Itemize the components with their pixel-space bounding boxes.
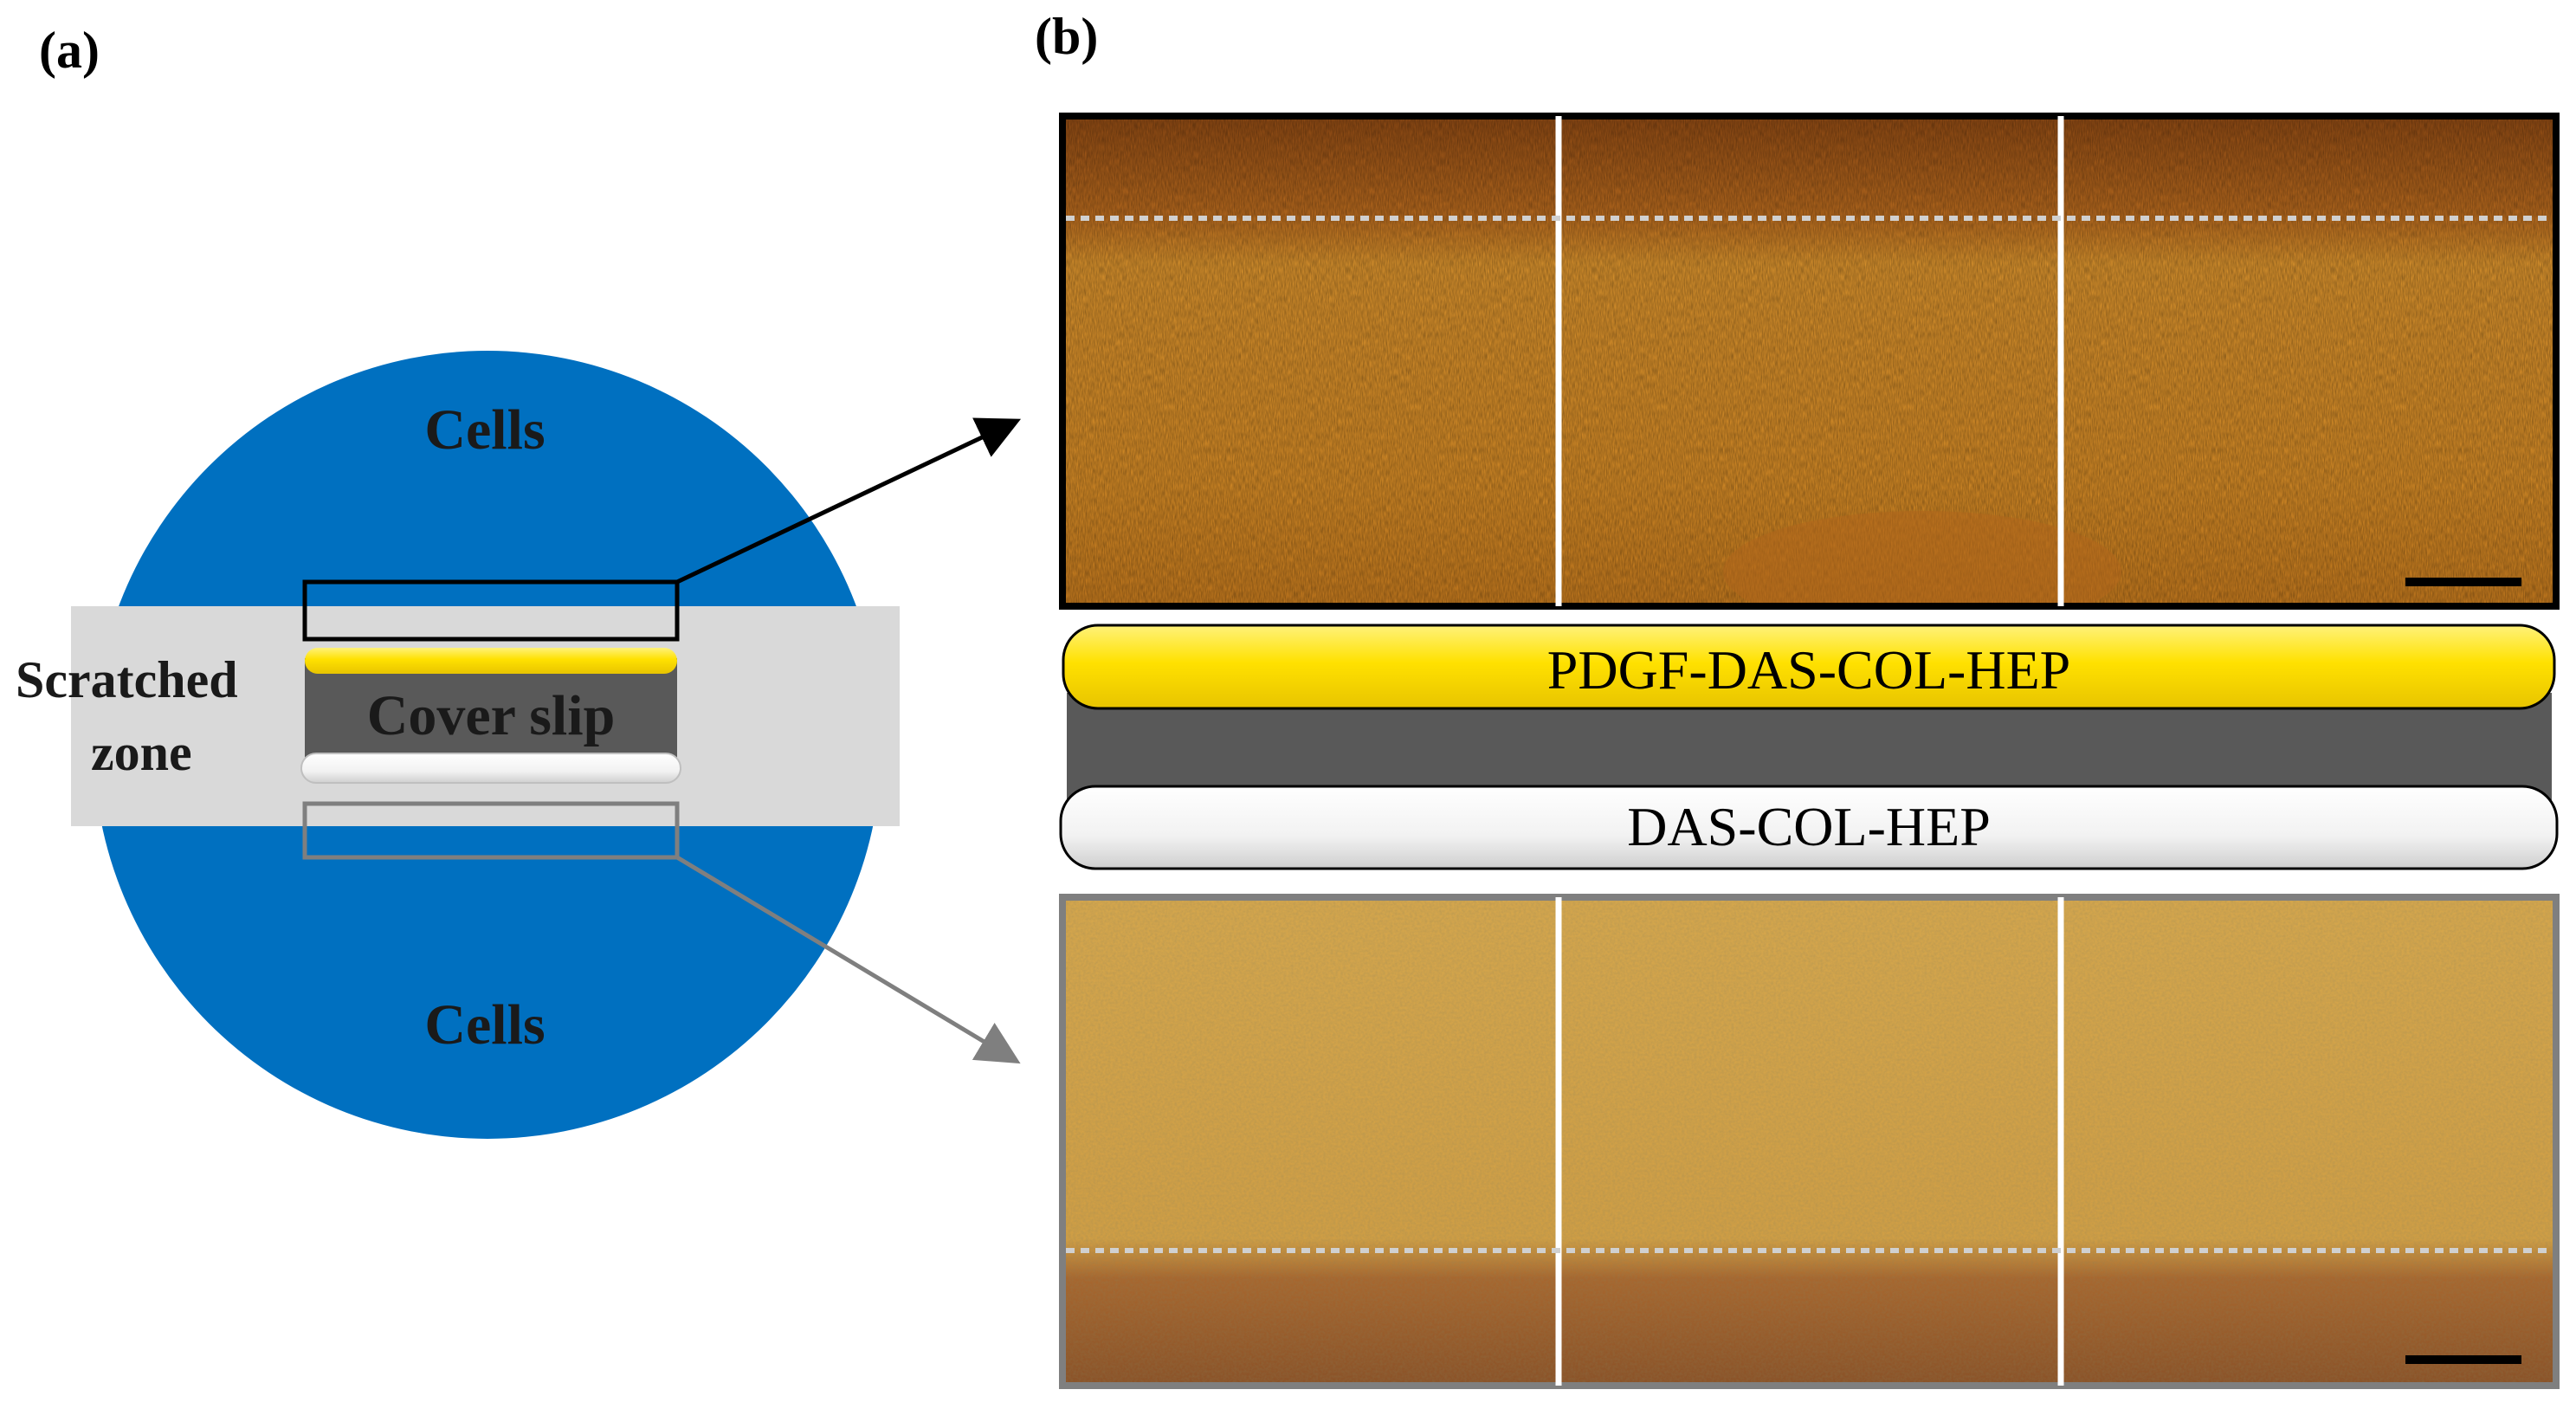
top-region-box xyxy=(302,579,680,642)
bottom-region-box xyxy=(302,801,680,860)
cells-label-top: Cells xyxy=(424,398,545,462)
pdgf-coating-label: PDGF-DAS-COL-HEP xyxy=(1547,639,2071,701)
scratched-zone-label: Scratched zone xyxy=(16,651,251,781)
bottom-micrograph-texture xyxy=(1062,897,2556,1386)
top-micrograph-strip xyxy=(1062,116,2556,606)
scratched-zone-label-line1: Scratched xyxy=(16,651,238,708)
control-coating-bar xyxy=(1059,785,2559,870)
control-coating-strip xyxy=(300,753,681,784)
control-coating-label: DAS-COL-HEP xyxy=(1627,796,1991,857)
gray-arrow xyxy=(675,855,1021,1064)
panel-b-label: (b) xyxy=(1035,8,1098,65)
bottom-micrograph-frame xyxy=(1059,894,2560,1389)
scratched-zone-label-line2: zone xyxy=(91,724,192,781)
top-micrograph-frame xyxy=(1059,113,2560,610)
pdgf-coating-strip xyxy=(305,648,677,674)
top-micrograph-gap xyxy=(1723,511,2121,606)
pdgf-coating-bar xyxy=(1062,624,2556,710)
panel-a-label: (a) xyxy=(39,22,100,79)
black-arrow xyxy=(675,417,1022,585)
bottom-micrograph-strip xyxy=(1062,897,2556,1386)
cover-slip-label: Cover slip xyxy=(367,684,616,747)
cells-label-bottom: Cells xyxy=(424,993,545,1057)
cover-slip xyxy=(305,658,677,762)
